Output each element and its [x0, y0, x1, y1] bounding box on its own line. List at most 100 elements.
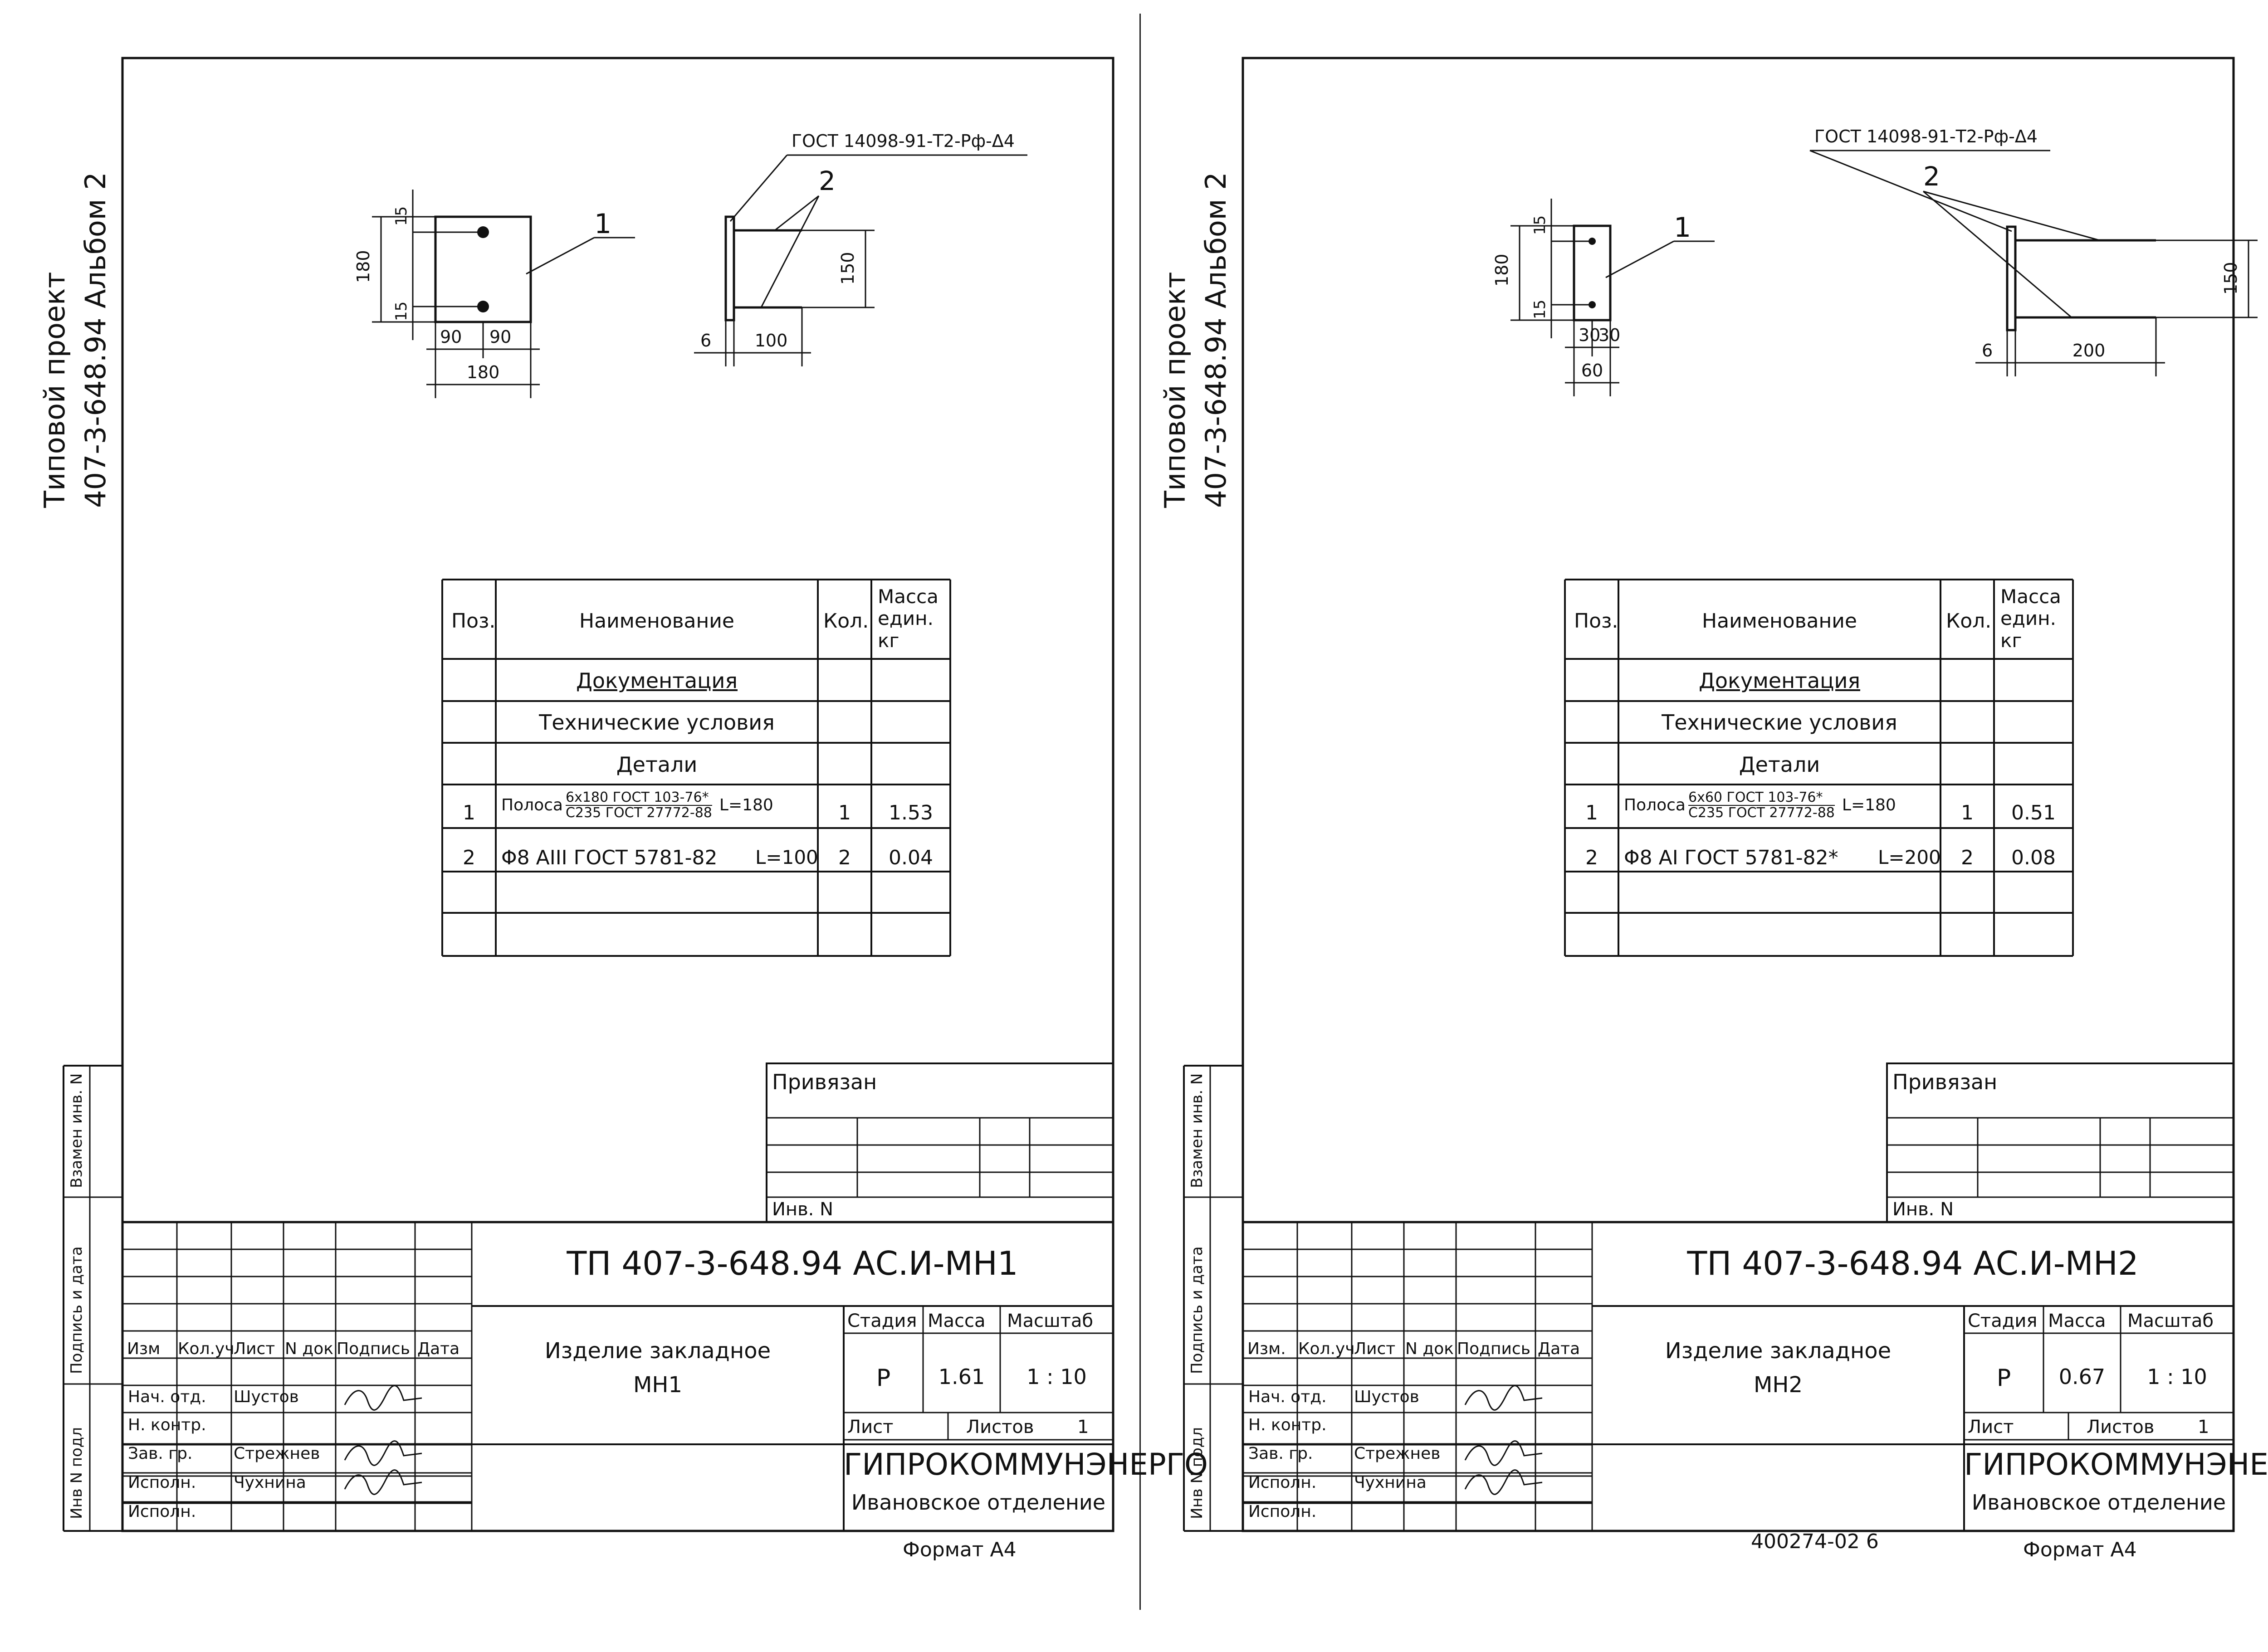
rev-header-1: Кол.уч	[1298, 1340, 1355, 1358]
side-project-code: 407-3-648.94	[1199, 317, 1232, 508]
stage-label: Стадия	[1968, 1311, 2038, 1331]
staff-name-2: Стрежнев	[1354, 1444, 1441, 1463]
part-label-2: 2	[1923, 161, 1940, 192]
dim-bottom: 15	[392, 301, 411, 321]
dim-height: 180	[1492, 253, 1512, 287]
organization-branch: Ивановское отделение	[851, 1490, 1106, 1515]
replaced-inventory-label: Взамен инв. N	[68, 1073, 86, 1188]
spec-header-mass: Масса един. кг	[2000, 585, 2061, 652]
side-album-label: Альбом 2	[79, 172, 112, 308]
spec-section-tech: Технические условия	[539, 710, 775, 735]
dim-left: 30	[1579, 325, 1601, 345]
dim-plate-thickness: 6	[1982, 341, 1993, 361]
sheets-value: 1	[1077, 1417, 1089, 1438]
dim-anchor-length: 100	[754, 331, 788, 351]
spec-row-1-profile: 6x60 ГОСТ 103-76*	[1688, 790, 1835, 806]
original-inventory-label: Инв N подл	[68, 1427, 86, 1519]
side-project-code: 407-3-648.94	[79, 317, 112, 508]
spec-row-1-prefix: Полоса	[501, 795, 563, 814]
document-code: ТП 407-3-648.94 АС.И-МН2	[1687, 1244, 2139, 1282]
bound-title: Привязан	[1892, 1070, 1998, 1094]
spec-row-1-pos: 1	[463, 801, 475, 824]
signature-date-label: Подпись и дата	[1188, 1246, 1206, 1374]
rev-header-0: Изм.	[1247, 1340, 1286, 1358]
spec-row-2-qty: 2	[1961, 846, 1974, 869]
spec-row-1-profile: 6x180 ГОСТ 103-76*	[565, 790, 712, 806]
bound-title: Привязан	[772, 1070, 877, 1094]
sheet-frame	[63, 57, 1114, 1532]
spec-section-tech: Технические условия	[1662, 710, 1897, 735]
side-project-label: Типовой проект	[38, 272, 71, 508]
plate-side	[2006, 225, 2017, 331]
signature-scribble	[1464, 1385, 1543, 1411]
staff-name-0: Шустов	[234, 1388, 299, 1406]
format-label: Формат А4	[903, 1538, 1017, 1561]
inventory-number-label: Инв. N	[772, 1199, 833, 1220]
leader-2	[760, 195, 820, 308]
item-title: Изделие закладное	[1665, 1338, 1892, 1364]
dim-height: 180	[353, 250, 373, 283]
spec-header-pos: Поз.	[451, 609, 496, 633]
spec-section-docs: Документация	[576, 668, 738, 693]
outer-frame	[121, 57, 1114, 1532]
format-label: Формат А4	[2023, 1538, 2137, 1561]
staff-role-4: Исполн.	[128, 1502, 196, 1521]
spec-row-1-qty: 1	[838, 801, 851, 824]
rev-header-4: Подпись	[1457, 1340, 1530, 1358]
spec-row-1-fraction: 6x180 ГОСТ 103-76*С235 ГОСТ 27772-88	[565, 790, 712, 821]
sheets-label: Листов	[2087, 1417, 2155, 1438]
staff-name-3: Чухнина	[1354, 1473, 1427, 1492]
spec-section-details: Детали	[1739, 752, 1820, 777]
organization-name: ГИПРОКОММУНЭНЕРГО	[844, 1447, 1208, 1482]
rev-header-2: Лист	[234, 1340, 275, 1358]
organization-branch: Ивановское отделение	[1971, 1490, 2226, 1515]
spec-header-pos: Поз.	[1574, 609, 1618, 633]
sheets-value: 1	[2198, 1417, 2209, 1438]
signature-scribble	[1464, 1469, 1543, 1495]
scale-value: 1 : 10	[1026, 1364, 1087, 1389]
archive-note: 400274-02 6	[1751, 1530, 1879, 1553]
rev-header-4: Подпись	[337, 1340, 410, 1358]
dim-plate-thickness: 6	[700, 331, 712, 351]
spec-header-name: Наименование	[1702, 609, 1857, 633]
spec-section-docs: Документация	[1698, 668, 1861, 693]
spec-row-1-steel: С235 ГОСТ 27772-88	[1688, 804, 1835, 821]
rev-header-2: Лист	[1354, 1340, 1396, 1358]
staff-role-4: Исполн.	[1248, 1502, 1317, 1521]
spec-section-details: Детали	[616, 752, 698, 777]
leader-2	[1923, 190, 2100, 241]
stage-label: Стадия	[847, 1311, 917, 1331]
part-label-2: 2	[819, 166, 836, 196]
replaced-inventory-label: Взамен инв. N	[1188, 1073, 1206, 1188]
staff-role-1: Н. контр.	[128, 1416, 206, 1434]
dim-spacing: 150	[838, 252, 858, 285]
scale-label: Масштаб	[2127, 1311, 2214, 1331]
side-album-label: Альбом 2	[1199, 172, 1232, 308]
dim-anchor-length: 200	[2072, 341, 2106, 361]
leader-1	[526, 237, 595, 275]
weld-gost-annotation: ГОСТ 14098-91-Т2-Рф-Δ4	[1814, 127, 2038, 146]
spec-row-2-length: L=100	[755, 846, 818, 868]
spec-header-qty: Кол.	[823, 609, 869, 633]
spec-row-1-qty: 1	[1961, 801, 1974, 824]
weld-leader	[1809, 150, 2012, 232]
spec-row-1-mass: 1.53	[889, 801, 933, 824]
organization-name: ГИПРОКОММУНЭНЕРГО	[1964, 1447, 2268, 1482]
dim-bottom: 15	[1531, 299, 1549, 319]
spec-row-2-qty: 2	[838, 846, 851, 869]
spec-header-mass: Масса един. кг	[878, 585, 938, 652]
dim-width: 180	[466, 362, 500, 382]
scale-value: 1 : 10	[2147, 1364, 2207, 1389]
leader-1	[1605, 240, 1674, 278]
side-project-label: Типовой проект	[1158, 272, 1192, 508]
page-divider	[1139, 14, 1141, 1610]
weld-leader	[729, 155, 788, 222]
spec-row-2-name: Φ8 AI ГОСТ 5781-82*	[1624, 846, 1838, 869]
spec-row-2-pos: 2	[1585, 846, 1598, 869]
rev-header-5: Дата	[1538, 1340, 1580, 1358]
item-title: Изделие закладное	[544, 1338, 771, 1364]
spec-row-1-steel: С235 ГОСТ 27772-88	[565, 804, 712, 821]
leader-2	[1923, 190, 2072, 318]
staff-name-0: Шустов	[1354, 1388, 1419, 1406]
